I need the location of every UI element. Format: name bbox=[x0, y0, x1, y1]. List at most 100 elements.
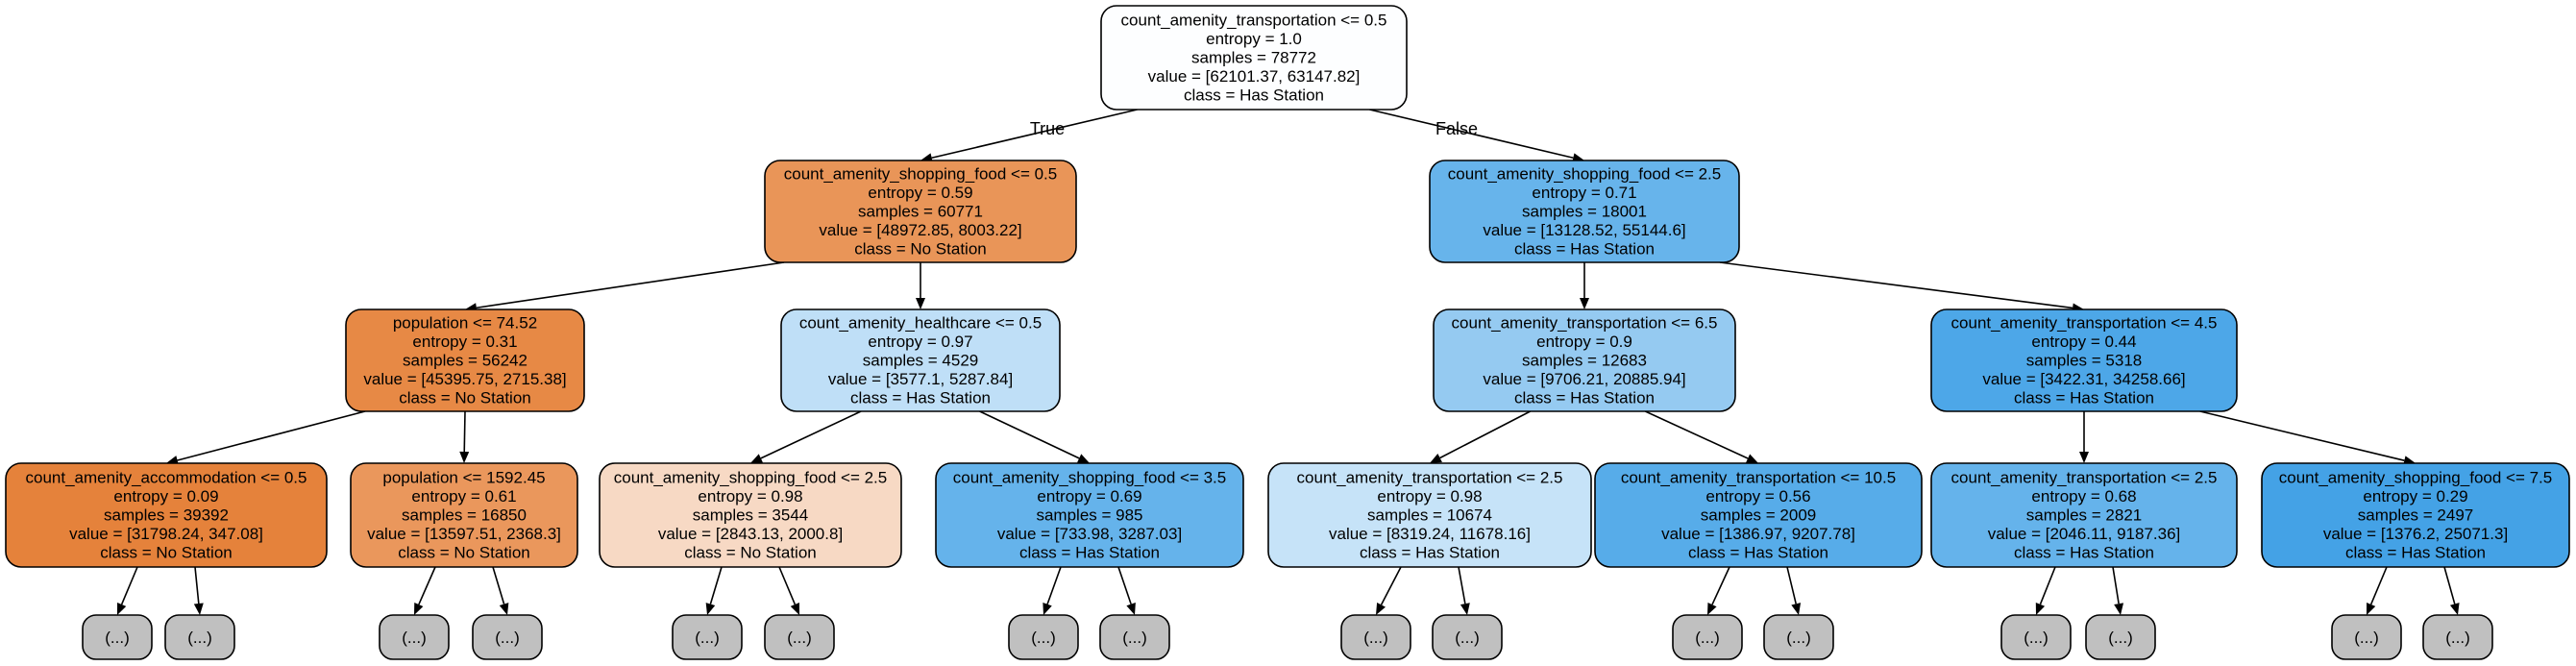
truncated-subtree-label: (...) bbox=[2108, 629, 2133, 647]
truncated-subtree-node: (...) bbox=[164, 614, 235, 660]
tree-truncated-leaves: (...) (...) (...) (...) (...) (...) (...) (...)… bbox=[82, 614, 2493, 660]
node-entropy: entropy = 0.31 bbox=[412, 333, 517, 351]
node-box bbox=[5, 462, 328, 568]
edge-n9-leaf-0 bbox=[705, 566, 723, 615]
node-entropy: entropy = 0.29 bbox=[2363, 487, 2467, 506]
tree-node-n12: count_amenity_transportation <= 10.5entr… bbox=[1594, 462, 1923, 568]
node-value: value = [1386.97, 9207.78] bbox=[1661, 525, 1855, 543]
edge-n12-leaf-1 bbox=[1786, 566, 1802, 615]
node-samples: samples = 4529 bbox=[863, 351, 979, 369]
node-box bbox=[780, 308, 1061, 412]
node-box bbox=[1930, 462, 2238, 568]
node-value: value = [3577.1, 5287.84] bbox=[828, 370, 1013, 388]
edge-n2-n5 bbox=[1580, 262, 1589, 309]
node-split-rule: count_amenity_transportation <= 2.5 bbox=[1297, 468, 1563, 486]
node-entropy: entropy = 0.9 bbox=[1536, 333, 1632, 351]
truncated-subtree-node: (...) bbox=[2085, 614, 2156, 660]
node-samples: samples = 78772 bbox=[1191, 48, 1316, 66]
node-value: value = [48972.85, 8003.22] bbox=[819, 221, 1021, 239]
truncated-subtree-label: (...) bbox=[1695, 629, 1720, 647]
truncated-subtree-label: (...) bbox=[1786, 629, 1811, 647]
node-samples: samples = 985 bbox=[1036, 506, 1142, 524]
node-entropy: entropy = 0.98 bbox=[698, 487, 802, 506]
node-box bbox=[1100, 5, 1408, 111]
truncated-subtree-label: (...) bbox=[1363, 629, 1388, 647]
node-value: value = [13597.51, 2368.3] bbox=[367, 525, 561, 543]
node-value: value = [1376.2, 25071.3] bbox=[2323, 525, 2508, 543]
edge-n14-leaf-0 bbox=[2367, 566, 2388, 615]
truncated-subtree-node: (...) bbox=[1432, 614, 1503, 660]
tree-node-n14: count_amenity_shopping_food <= 7.5entrop… bbox=[2261, 462, 2570, 568]
truncated-subtree-label: (...) bbox=[2445, 629, 2470, 647]
truncated-subtree-label: (...) bbox=[1122, 629, 1147, 647]
truncated-subtree-label: (...) bbox=[695, 629, 720, 647]
node-class: class = No Station bbox=[399, 388, 531, 407]
node-class: class = Has Station bbox=[1184, 86, 1324, 104]
node-entropy: entropy = 0.97 bbox=[868, 333, 972, 351]
node-class: class = No Station bbox=[100, 543, 233, 561]
node-split-rule: count_amenity_shopping_food <= 7.5 bbox=[2279, 468, 2553, 486]
node-box bbox=[1267, 462, 1592, 568]
edge-n8-leaf-1 bbox=[492, 566, 509, 615]
node-value: value = [13128.52, 55144.6] bbox=[1483, 221, 1685, 239]
truncated-subtree-node: (...) bbox=[672, 614, 743, 660]
node-box bbox=[1429, 160, 1740, 263]
node-samples: samples = 56242 bbox=[403, 351, 527, 369]
edge-n5-n11 bbox=[1430, 410, 1532, 463]
node-value: value = [9706.21, 20885.94] bbox=[1483, 370, 1685, 388]
node-split-rule: count_amenity_transportation <= 2.5 bbox=[1951, 468, 2218, 486]
edge-n11-leaf-0 bbox=[1376, 566, 1402, 615]
node-samples: samples = 39392 bbox=[104, 506, 229, 524]
edge-n6-n14 bbox=[2199, 410, 2416, 466]
node-split-rule: count_amenity_shopping_food <= 3.5 bbox=[953, 468, 1227, 486]
node-class: class = Has Station bbox=[1688, 543, 1828, 561]
edge-n4-n10 bbox=[979, 410, 1090, 463]
truncated-subtree-label: (...) bbox=[2024, 629, 2049, 647]
node-box bbox=[599, 462, 902, 568]
node-split-rule: population <= 1592.45 bbox=[382, 468, 545, 486]
node-class: class = Has Station bbox=[850, 388, 991, 407]
truncated-subtree-node: (...) bbox=[1763, 614, 1834, 660]
node-entropy: entropy = 0.59 bbox=[868, 184, 972, 202]
node-samples: samples = 10674 bbox=[1367, 506, 1492, 524]
edge-n9-leaf-1 bbox=[778, 566, 799, 615]
edge-n6-n13 bbox=[2079, 411, 2089, 463]
edge-n3-n8 bbox=[459, 410, 470, 463]
node-box bbox=[2261, 462, 2570, 568]
edge-n1-n3 bbox=[465, 261, 785, 313]
edge-n13-leaf-1 bbox=[2112, 566, 2124, 615]
node-entropy: entropy = 0.71 bbox=[1532, 184, 1636, 202]
node-split-rule: count_amenity_transportation <= 0.5 bbox=[1121, 11, 1387, 29]
node-class: class = Has Station bbox=[2014, 543, 2154, 561]
node-value: value = [3422.31, 34258.66] bbox=[1982, 370, 2185, 388]
truncated-subtree-label: (...) bbox=[1455, 629, 1480, 647]
edge-n13-leaf-0 bbox=[2035, 566, 2056, 615]
edge-n5-n12 bbox=[1645, 410, 1758, 463]
node-entropy: entropy = 0.56 bbox=[1705, 487, 1810, 506]
truncated-subtree-node: (...) bbox=[2331, 614, 2402, 660]
edge-n10-leaf-1 bbox=[1117, 566, 1136, 615]
edge-n3-n7 bbox=[166, 410, 366, 465]
truncated-subtree-label: (...) bbox=[495, 629, 520, 647]
node-samples: samples = 60771 bbox=[858, 202, 983, 220]
node-entropy: entropy = 0.44 bbox=[2031, 333, 2136, 351]
node-samples: samples = 2497 bbox=[2358, 506, 2474, 524]
node-box bbox=[764, 160, 1077, 263]
node-entropy: entropy = 0.61 bbox=[411, 487, 516, 506]
node-box bbox=[345, 308, 585, 412]
tree-node-n13: count_amenity_transportation <= 2.5entro… bbox=[1930, 462, 2238, 568]
node-value: value = [31798.24, 347.08] bbox=[69, 525, 263, 543]
node-value: value = [45395.75, 2715.38] bbox=[363, 370, 566, 388]
node-box bbox=[1594, 462, 1923, 568]
node-split-rule: count_amenity_shopping_food <= 2.5 bbox=[1448, 164, 1722, 183]
node-split-rule: count_amenity_shopping_food <= 2.5 bbox=[614, 468, 888, 486]
edge-n10-leaf-0 bbox=[1043, 566, 1062, 615]
truncated-subtree-node: (...) bbox=[1008, 614, 1079, 660]
node-split-rule: count_amenity_healthcare <= 0.5 bbox=[799, 313, 1042, 332]
node-split-rule: population <= 74.52 bbox=[393, 313, 537, 332]
tree-node-n2: count_amenity_shopping_food <= 2.5entrop… bbox=[1429, 160, 1740, 263]
edge-n2-n6 bbox=[1719, 261, 2084, 313]
node-samples: samples = 3544 bbox=[693, 506, 809, 524]
